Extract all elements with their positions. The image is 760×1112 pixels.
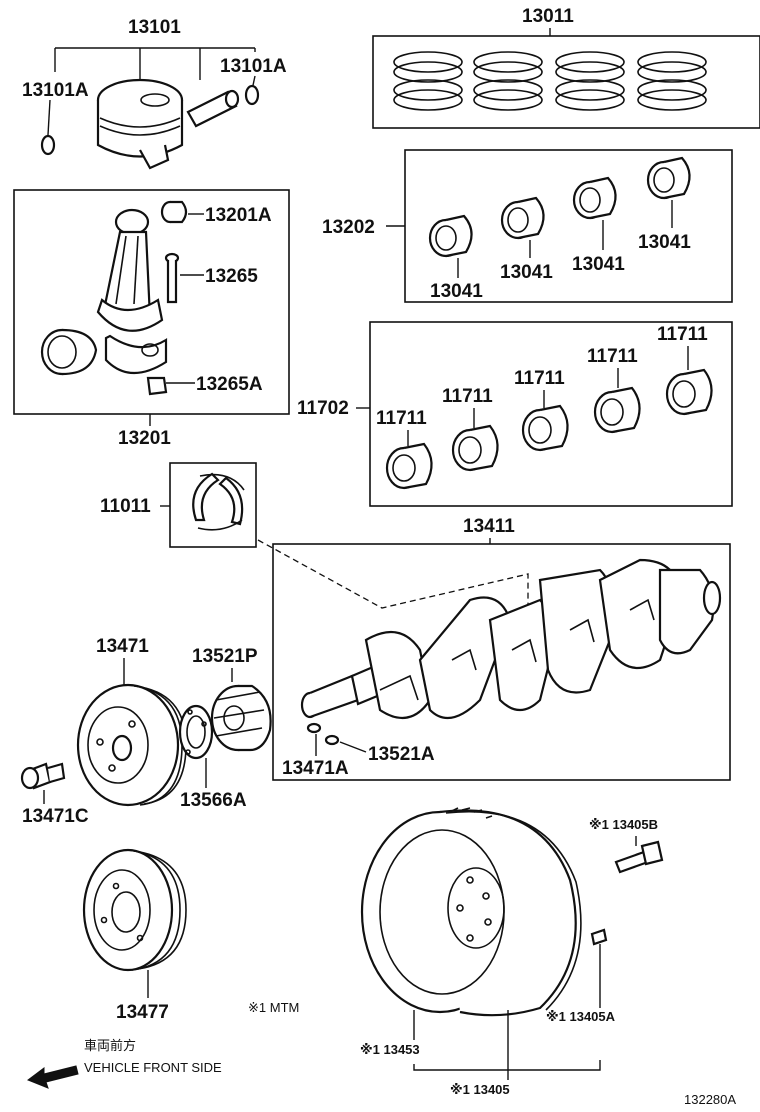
- ring-set-4: [637, 51, 707, 111]
- crankshaft-shape: [300, 558, 722, 720]
- label-13453[interactable]: ※1 13453: [360, 1042, 420, 1057]
- ring-set-1: [393, 51, 463, 111]
- label-13521p[interactable]: 13521P: [192, 646, 258, 667]
- flywheel-bolt-shape: [614, 840, 664, 874]
- label-13471c[interactable]: 13471C: [22, 806, 89, 827]
- label-13411[interactable]: 13411: [463, 516, 515, 537]
- rod-shape: [96, 208, 164, 332]
- damper-pulley-group: 13477: [82, 848, 187, 1023]
- damper-pulley-shape: [82, 848, 187, 972]
- key-13521a-shape: [324, 734, 340, 746]
- crankshaft-group: 13411 13471A 13521A: [257, 516, 731, 781]
- label-13471[interactable]: 13471: [96, 636, 149, 657]
- thrust-washer-group: 11011: [100, 462, 257, 548]
- rod-bolt-shape: [164, 252, 180, 304]
- label-13041-b[interactable]: 13041: [500, 262, 553, 283]
- piston-pin-shape: [186, 89, 240, 128]
- label-13202[interactable]: 13202: [322, 217, 375, 238]
- label-13405b[interactable]: ※1 13405B: [589, 817, 658, 832]
- pulley-bolt-shape: [20, 762, 66, 790]
- vehicle-front-indicator: 車両前方 VEHICLE FRONT SIDE: [26, 1038, 222, 1089]
- vehicle-front-en: VEHICLE FRONT SIDE: [84, 1060, 222, 1075]
- flywheel-shape: [360, 807, 582, 1017]
- piston-group: 13101 13101A 13101A: [22, 17, 287, 170]
- snap-ring-right: [244, 84, 260, 106]
- vehicle-front-jp: 車両前方: [84, 1038, 136, 1053]
- ring-set-3: [555, 51, 625, 111]
- label-13405a[interactable]: ※1 13405A: [546, 1009, 616, 1024]
- rod-cap-shape: [104, 334, 168, 375]
- rod-nut-shape: [146, 376, 168, 396]
- diagram-id: 132280A: [684, 1092, 736, 1107]
- flywheel-group: ※1 13405B ※1 13405A ※1 13453: [360, 807, 664, 1097]
- label-13521a[interactable]: 13521A: [368, 744, 435, 765]
- connecting-rod-group: 13201A 13265 13265A 13201: [13, 189, 290, 449]
- ring-set-2: [473, 51, 543, 111]
- label-11711-e[interactable]: 11711: [657, 324, 708, 345]
- label-11711-b[interactable]: 11711: [442, 386, 493, 407]
- rod-bearings-group: 13202 13041 13041 13041 13041: [322, 149, 733, 303]
- sprocket-group: 13521P 13566A: [178, 646, 272, 811]
- label-11702[interactable]: 11702: [297, 398, 349, 419]
- label-11711-d[interactable]: 11711: [587, 346, 638, 367]
- plate-shape: [178, 704, 214, 760]
- rod-bearing-shape: [40, 328, 98, 376]
- label-13041-c[interactable]: 13041: [572, 254, 625, 275]
- main-bearing-3: [521, 404, 569, 452]
- rod-bearing-3: [572, 176, 617, 220]
- label-13477[interactable]: 13477: [116, 1002, 169, 1023]
- crank-pulley-shape: [76, 683, 187, 807]
- sprocket-shape: [210, 684, 272, 752]
- main-bearing-4: [593, 386, 641, 434]
- label-13471a[interactable]: 13471A: [282, 758, 349, 779]
- flywheel-pin-shape: [590, 928, 608, 946]
- label-11011[interactable]: 11011: [100, 496, 151, 517]
- rod-bearing-4: [646, 156, 691, 200]
- main-bearing-1: [385, 442, 433, 490]
- label-13405[interactable]: ※1 13405: [450, 1082, 510, 1097]
- crank-pulley-group: 13471 13471C: [20, 636, 187, 827]
- key-13471a-shape: [306, 722, 322, 734]
- label-13101a-left[interactable]: 13101A: [22, 80, 89, 101]
- front-arrow-icon: [26, 1065, 79, 1089]
- snap-ring-left: [40, 134, 56, 156]
- label-13041-d[interactable]: 13041: [638, 232, 691, 253]
- label-13265[interactable]: 13265: [205, 266, 258, 287]
- label-13101[interactable]: 13101: [128, 17, 181, 38]
- rod-bearing-2: [500, 196, 545, 240]
- label-13201[interactable]: 13201: [118, 428, 171, 449]
- main-bearing-2: [451, 424, 499, 472]
- rod-bushing-shape: [160, 200, 188, 224]
- label-13041-a[interactable]: 13041: [430, 281, 483, 302]
- label-13101a-right[interactable]: 13101A: [220, 56, 287, 77]
- mtm-note: ※1 MTM: [248, 1000, 299, 1015]
- label-13566a[interactable]: 13566A: [180, 790, 247, 811]
- main-bearing-5: [665, 368, 713, 416]
- piston-rings-group: 13011: [372, 6, 760, 129]
- piston-shape: [96, 78, 184, 170]
- main-bearings-group: 11702 11711 11711 11711 11711: [297, 321, 733, 507]
- label-13265a[interactable]: 13265A: [196, 374, 263, 395]
- thrust-washer-shape: [192, 472, 245, 531]
- label-11711-a[interactable]: 11711: [376, 408, 427, 429]
- label-11711-c[interactable]: 11711: [514, 368, 565, 389]
- label-13011[interactable]: 13011: [522, 6, 574, 27]
- label-13201a[interactable]: 13201A: [205, 205, 272, 226]
- rod-bearing-1: [428, 214, 473, 258]
